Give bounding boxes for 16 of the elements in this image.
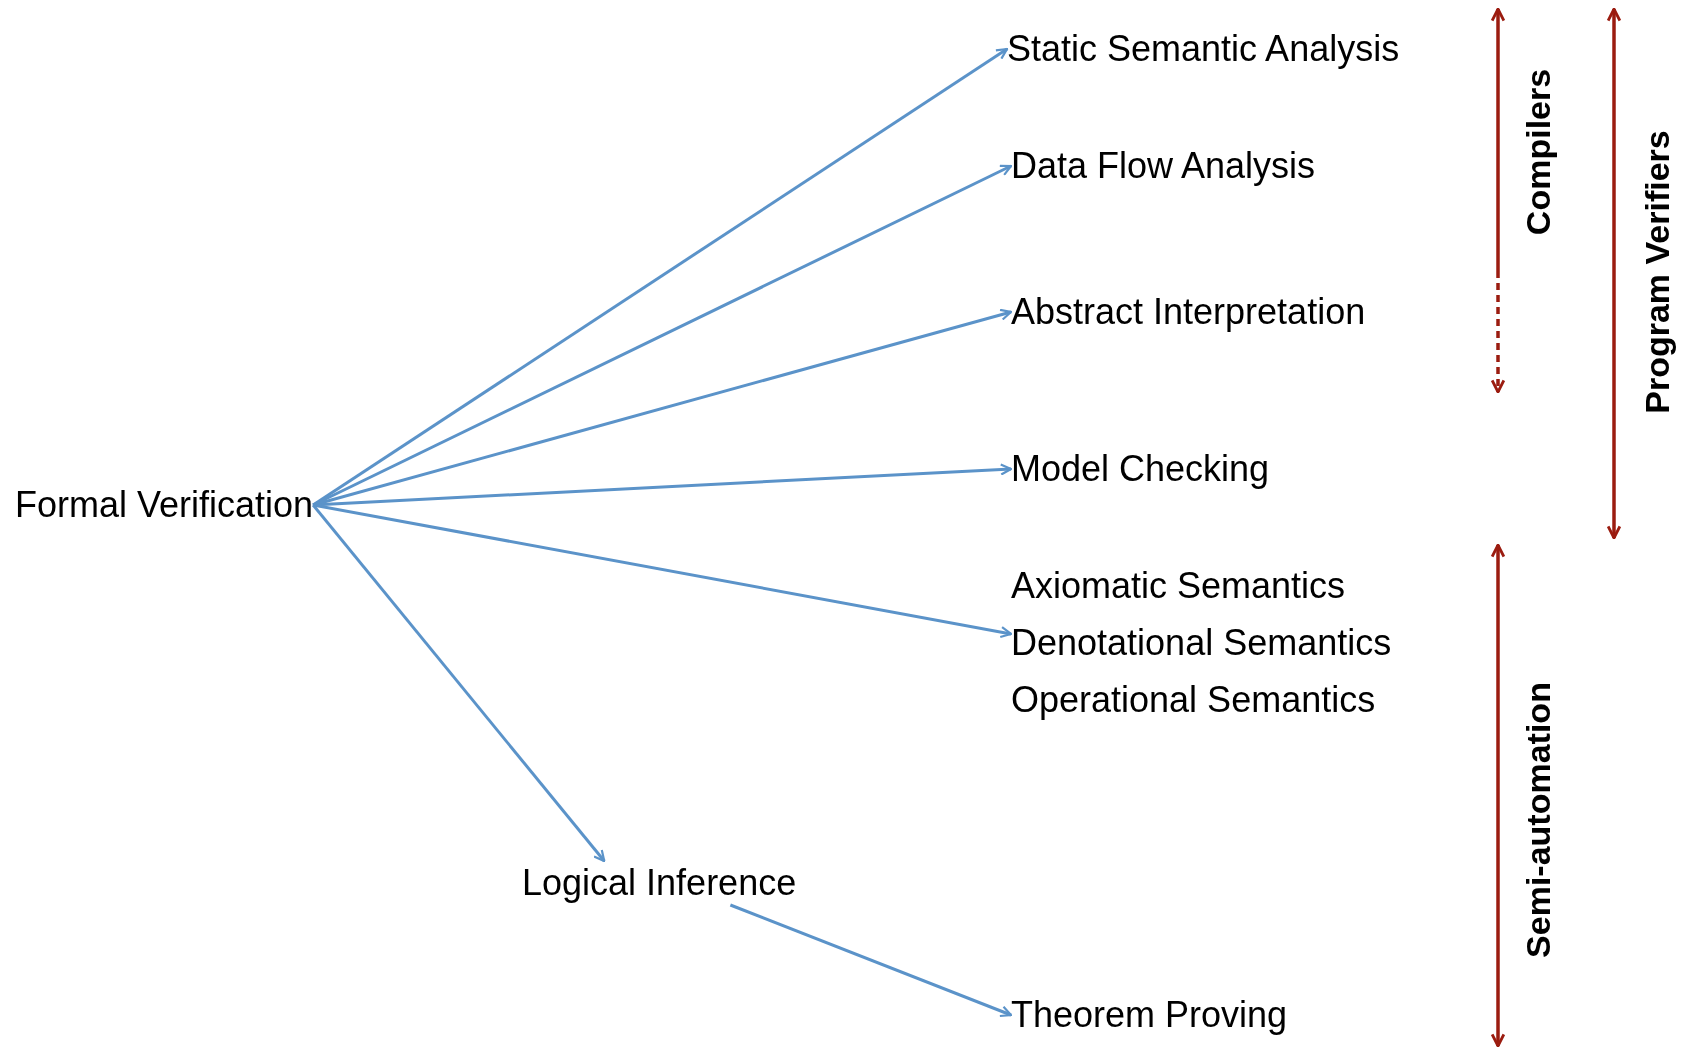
node-label: Theorem Proving (1011, 993, 1288, 1037)
arrow (312, 503, 1013, 639)
node-label: Abstract Interpretation (1011, 290, 1366, 334)
bracket-label: Semi-automation (1518, 682, 1558, 958)
bracket-label: Compilers (1518, 68, 1558, 236)
node-label: Logical Inference (522, 861, 797, 905)
arrow (729, 903, 1013, 1018)
node-label: Axiomatic Semantics (1011, 564, 1347, 608)
node-label: Data Flow Analysis (1011, 144, 1316, 188)
arrow (311, 504, 606, 863)
node-label: Formal Verification (15, 483, 314, 527)
node-label: Denotational Semantics (1011, 621, 1392, 665)
node-label: Model Checking (1011, 447, 1270, 491)
node-label: Static Semantic Analysis (1007, 27, 1400, 71)
node-label: Operational Semantics (1011, 678, 1377, 722)
bracket-label: Program Verifiers (1637, 130, 1677, 414)
